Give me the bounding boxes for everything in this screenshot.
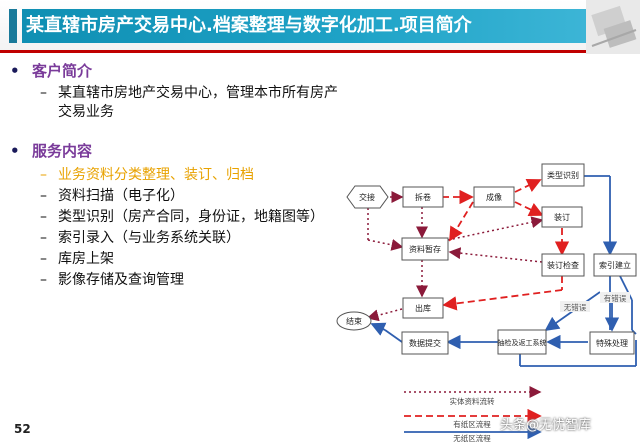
client-desc-line2: 交易业务 [58, 104, 114, 120]
svg-text:数据提交: 数据提交 [409, 338, 441, 348]
node-handover: 交接 [346, 185, 389, 209]
corner-decoration-image [586, 0, 640, 54]
section-heading-services: •服务内容 [10, 142, 93, 160]
node-end: 结束 [336, 311, 372, 331]
node-type-recognition: 类型识别 [541, 163, 585, 187]
service-item: –资料扫描（电子化） [40, 188, 184, 204]
svg-text:出库: 出库 [415, 303, 431, 313]
slide-title: 某直辖市房产交易中心.档案整理与数字化加工.项目简介 [22, 9, 586, 43]
diagram-legend: 实体资料流转 有纸区流程 无纸区流程 [404, 386, 542, 443]
legend-entity: 实体资料流转 [450, 396, 495, 406]
diagram-nodes: 交接 拆卷 成像 类型识别 装订 资料暂存 装订检查 索引建立 [336, 163, 637, 355]
svg-text:装订检查: 装订检查 [547, 260, 579, 270]
svg-text:特殊处理: 特殊处理 [596, 338, 628, 348]
entity-flow-edges [366, 191, 544, 322]
node-index-build: 索引建立 [593, 253, 637, 277]
node-temp-storage: 资料暂存 [401, 237, 449, 261]
title-red-rule [0, 50, 586, 53]
paper-flow-edges [442, 178, 570, 311]
service-item: –索引录入（与业务系统关联） [40, 230, 240, 246]
client-desc-line1: –某直辖市房地产交易中心，管理本市所有房产 [40, 85, 338, 101]
node-imaging: 成像 [473, 186, 515, 208]
edge-label-no-error: 无错误 [564, 302, 587, 312]
svg-text:索引建立: 索引建立 [599, 260, 631, 270]
node-unbind: 拆卷 [402, 186, 444, 208]
node-data-submit: 数据提交 [401, 331, 449, 355]
svg-text:类型识别: 类型识别 [547, 170, 579, 180]
section-heading-client: •客户简介 [10, 62, 93, 80]
service-item: –库房上架 [40, 251, 114, 267]
node-outbound: 出库 [402, 297, 444, 319]
svg-text:抽检及返工系统: 抽检及返工系统 [498, 338, 547, 347]
service-item: –影像存储及查询管理 [40, 272, 184, 288]
node-binding: 装订 [541, 206, 583, 228]
title-accent-bar [9, 9, 17, 43]
watermark-text: 头条@无忧智库 [500, 418, 592, 433]
svg-text:结束: 结束 [346, 316, 362, 326]
edge-labels: 无错误 有错误 [560, 292, 630, 312]
service-item: –业务资料分类整理、装订、归档 [40, 167, 254, 183]
svg-text:资料暂存: 资料暂存 [409, 244, 441, 254]
page-number: 52 [14, 422, 31, 436]
node-binding-check: 装订检查 [541, 253, 585, 277]
svg-text:成像: 成像 [486, 192, 502, 202]
node-sampling-rework: 抽检及返工系统 [497, 329, 547, 355]
node-special-handling: 特殊处理 [589, 331, 635, 355]
svg-text:交接: 交接 [359, 192, 375, 202]
svg-text:拆卷: 拆卷 [415, 192, 431, 202]
edge-label-has-error: 有错误 [604, 293, 627, 303]
svg-text:装订: 装订 [554, 212, 570, 222]
service-item: –类型识别（房产合同，身份证，地籍图等） [40, 209, 324, 225]
legend-paperless: 无纸区流程 [453, 433, 491, 443]
legend-paper: 有纸区流程 [453, 419, 491, 429]
